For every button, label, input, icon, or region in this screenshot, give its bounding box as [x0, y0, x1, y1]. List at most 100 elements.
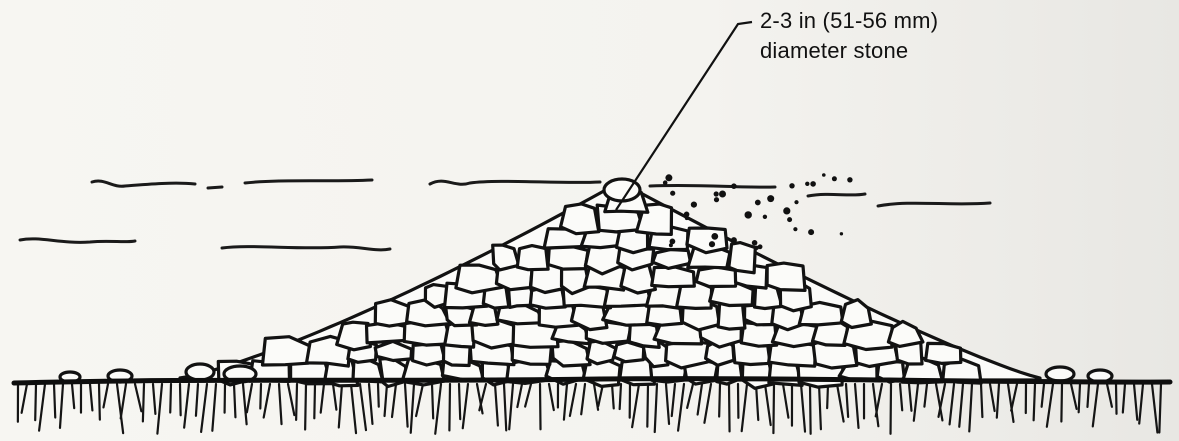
hatch-stroke — [876, 384, 882, 416]
hatch-stroke — [924, 384, 927, 407]
hatch-stroke — [704, 384, 711, 423]
fine-particle — [808, 229, 814, 235]
stone — [767, 263, 805, 290]
fine-particle — [731, 237, 737, 243]
hatch-stroke — [632, 384, 639, 427]
hatch-stroke — [90, 384, 92, 410]
hatch-stroke — [1139, 384, 1143, 424]
stone — [456, 265, 502, 293]
hatch-stroke — [435, 384, 441, 434]
fine-particle — [711, 233, 718, 240]
fine-particle — [685, 216, 689, 220]
hatch-stroke — [1061, 384, 1062, 421]
hatch-stroke — [264, 384, 270, 418]
hatch-stroke — [1159, 384, 1161, 432]
fine-particle — [709, 241, 715, 247]
hatch-stroke — [810, 384, 811, 434]
hatch-stroke — [416, 384, 423, 416]
hatch-stroke — [432, 384, 433, 418]
stone — [652, 267, 695, 287]
hatch-stroke — [1134, 384, 1137, 420]
hatch-stroke — [35, 384, 36, 420]
hatch-stroke — [392, 384, 396, 417]
hatch-stroke — [243, 384, 247, 424]
hatch-stroke — [678, 384, 684, 431]
hatch-stroke — [288, 384, 294, 415]
hatch-stroke — [687, 384, 693, 408]
fine-particle — [789, 183, 794, 188]
hatch-stroke — [540, 384, 541, 429]
fine-particle — [794, 200, 798, 204]
hatch-stroke — [997, 384, 999, 418]
fine-particle — [714, 191, 719, 196]
hatch-stroke — [39, 384, 45, 431]
hatch-stroke — [950, 384, 954, 424]
hatch-stroke — [1116, 384, 1117, 414]
water-line — [878, 203, 990, 206]
hatch-stroke — [564, 384, 567, 420]
fine-particle — [793, 227, 797, 231]
hatch-stroke — [655, 384, 657, 432]
fine-particle — [787, 217, 792, 222]
hatch-stroke — [719, 384, 720, 417]
hatch-stroke — [1123, 384, 1125, 412]
hatch-stroke — [672, 384, 675, 416]
hatch-stroke — [60, 384, 63, 428]
stone — [186, 364, 214, 380]
hatch-stroke — [369, 384, 372, 424]
hatch-stroke — [846, 384, 848, 417]
stone — [263, 337, 310, 365]
hatch-stroke — [1152, 384, 1157, 433]
hatch-stroke — [969, 384, 972, 431]
hatch-stroke — [463, 384, 468, 428]
hatch-stroke — [339, 384, 342, 427]
hatch-stroke — [495, 384, 498, 426]
hatch-stroke — [260, 384, 261, 409]
fine-particle — [670, 191, 675, 196]
fine-particle — [805, 182, 809, 186]
hatch-stroke — [1079, 384, 1080, 412]
hatch-stroke — [201, 384, 207, 432]
fine-particle — [665, 174, 672, 181]
hatch-stroke — [509, 384, 513, 429]
hatch-stroke — [170, 384, 171, 413]
hatch-stroke — [143, 384, 144, 421]
hatch-stroke — [180, 384, 181, 415]
hatch-stroke — [981, 384, 982, 417]
hatch-stroke — [305, 384, 306, 429]
hatch-stroke — [698, 384, 702, 415]
hatch-stroke — [378, 384, 379, 407]
hatch-stroke — [549, 384, 554, 410]
fine-particle — [832, 176, 837, 181]
hatch-stroke — [153, 384, 155, 414]
hatch-stroke — [666, 384, 669, 424]
ground-hatching — [18, 384, 1161, 434]
hatch-stroke — [581, 384, 585, 414]
hatch-stroke — [459, 384, 460, 419]
hatch-stroke — [801, 384, 805, 432]
hatch-stroke — [279, 384, 282, 424]
fine-particle — [669, 243, 673, 247]
fine-particle — [719, 191, 726, 198]
fine-particle — [758, 244, 763, 249]
hatch-stroke — [742, 384, 747, 431]
water-line — [430, 181, 600, 184]
fine-particle — [783, 207, 790, 214]
stone — [561, 204, 599, 234]
hatch-stroke — [517, 384, 522, 407]
hatch-stroke — [647, 384, 648, 427]
fine-particle — [822, 173, 826, 177]
stone-size-callout: 2-3 in (51-56 mm) diameter stone — [760, 6, 938, 66]
stone — [888, 321, 923, 346]
hatch-stroke — [525, 384, 531, 407]
hatch-stroke — [72, 384, 74, 408]
hatch-stroke — [909, 384, 911, 411]
fine-particle — [691, 202, 697, 208]
water-line — [208, 187, 222, 188]
fine-particle — [731, 183, 737, 189]
stone — [841, 300, 871, 328]
hatch-stroke — [729, 384, 730, 431]
hatch-stroke — [837, 384, 844, 422]
hatch-stroke — [196, 384, 198, 416]
hatch-stroke — [99, 384, 100, 420]
